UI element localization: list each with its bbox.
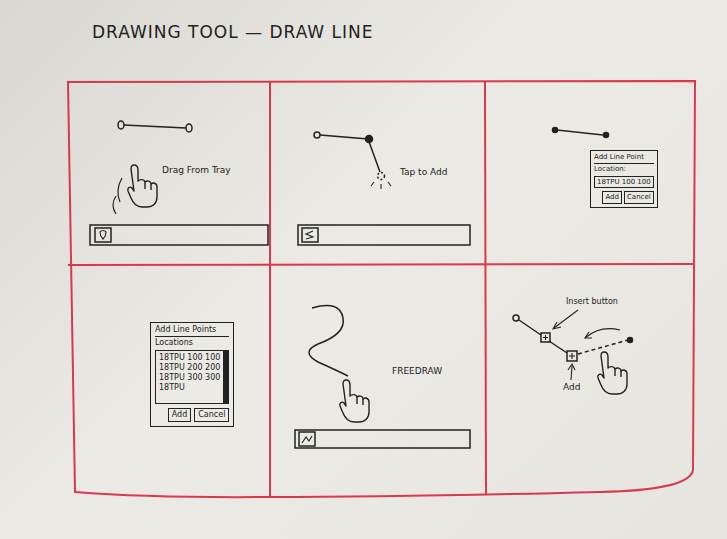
- dialog-text: Cancel: [627, 193, 651, 202]
- panel-grid: [68, 81, 695, 497]
- panel-6-figure: [513, 310, 633, 394]
- dialog-button: Cancel: [624, 191, 654, 204]
- panel-5-figure: [295, 306, 470, 448]
- dialog-text: Cancel: [198, 410, 225, 420]
- dialog-text: 18TPU 300 300: [159, 373, 220, 383]
- dialog-text: 18TPU 100 100: [159, 353, 220, 363]
- dialog-heading: Add Line Points: [155, 325, 229, 337]
- dialog-text: Add: [172, 410, 188, 420]
- callout-label: Insert button: [566, 297, 618, 306]
- dialog-button: Add: [168, 408, 192, 422]
- dialog-text: 18TPU 200 200: [159, 363, 220, 373]
- dialog-text: Locations: [155, 338, 229, 348]
- board-title: DRAWING TOOL — DRAW LINE: [92, 22, 374, 42]
- panel-2-figure: [298, 132, 470, 245]
- dialog-text: 18TPU 100 100: [597, 178, 651, 187]
- panel-3-figure: [553, 128, 609, 138]
- dialog-text: Location:: [594, 165, 654, 174]
- mode-label: FREEDRAW: [392, 366, 442, 376]
- dialog-text: Add: [605, 193, 619, 202]
- text-field: 18TPU 100 100: [594, 176, 654, 189]
- dialog-heading: Add Line Point: [594, 153, 654, 164]
- dialog-box: Add Line PointLocation: 18TPU 100 100Add C…: [590, 150, 658, 208]
- callout-label: Add: [563, 382, 580, 392]
- gesture-note: Tap to Add: [400, 167, 447, 177]
- list-box: 18TPU 100 10018TPU 200 20018TPU 300 3001…: [155, 350, 229, 404]
- panel-1-figure: [90, 121, 268, 245]
- gesture-note: Drag From Tray: [162, 165, 231, 175]
- dialog-box: Add Line PointsLocations18TPU 100 10018T…: [150, 322, 234, 427]
- dialog-button: Cancel: [194, 408, 229, 422]
- dialog-button: Add: [602, 191, 622, 204]
- dialog-text: 18TPU: [159, 383, 220, 393]
